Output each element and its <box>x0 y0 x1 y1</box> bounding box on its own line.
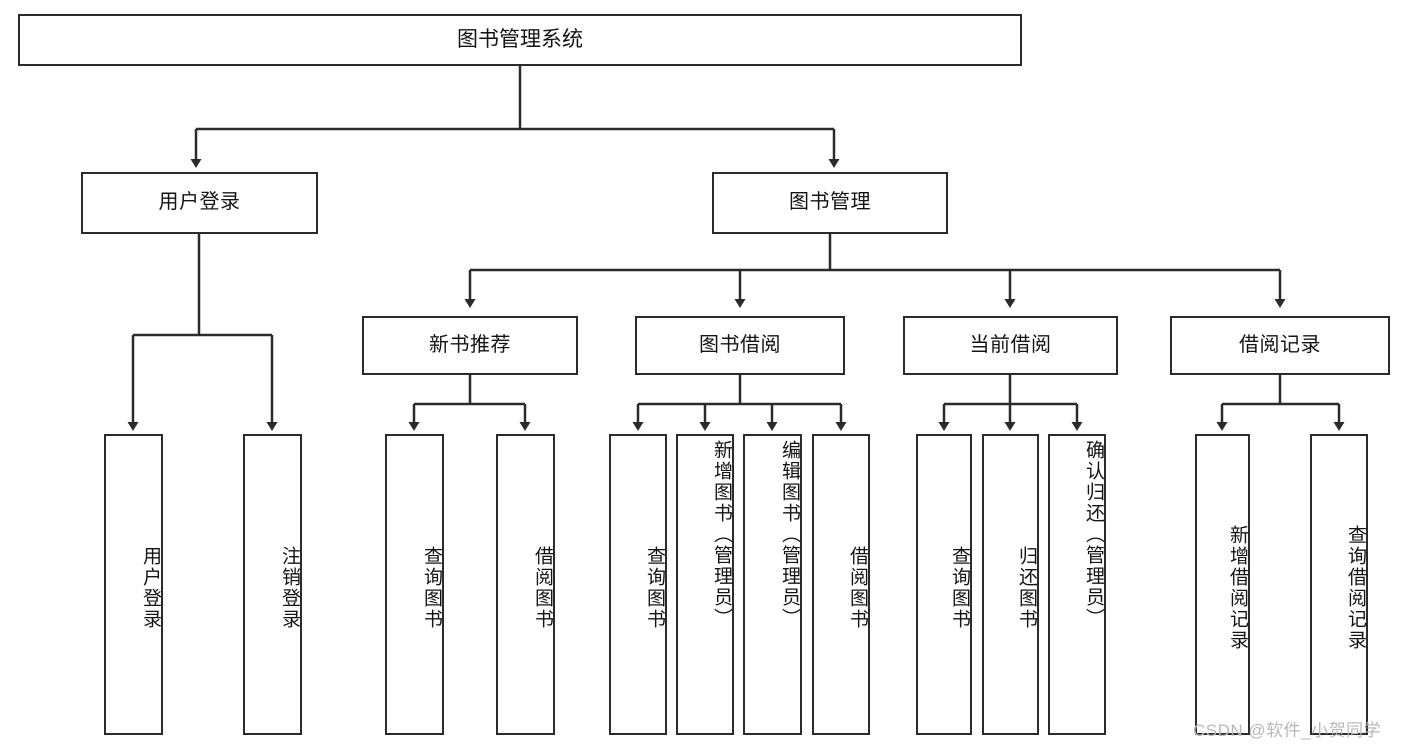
node-label: 归还图书 <box>1016 545 1037 630</box>
node-label: 注销登录 <box>279 545 300 630</box>
node-label: 图书管理 <box>789 191 871 214</box>
node-new-book-recommend[interactable]: 新书推荐 <box>362 316 578 375</box>
leaf-recommend-query-book[interactable]: 查询图书 <box>385 434 444 735</box>
node-label: 新增图书（管理员） <box>711 440 732 629</box>
node-label: 查询借阅记录 <box>1345 524 1366 651</box>
leaf-current-confirm-return-admin[interactable]: 确认归还（管理员） <box>1048 434 1106 735</box>
node-label: 当前借阅 <box>969 333 1052 356</box>
node-label: 编辑图书（管理员） <box>779 440 800 629</box>
node-current-borrow[interactable]: 当前借阅 <box>903 316 1118 375</box>
node-label: 确认归还（管理员） <box>1083 440 1104 629</box>
node-label: 用户登录 <box>158 191 241 214</box>
node-label: 查询图书 <box>421 545 442 630</box>
node-label: 查询图书 <box>644 545 665 630</box>
node-book-management[interactable]: 图书管理 <box>712 172 948 234</box>
node-user-login[interactable]: 用户登录 <box>81 172 318 234</box>
node-borrow-record[interactable]: 借阅记录 <box>1170 316 1390 375</box>
leaf-current-query-book[interactable]: 查询图书 <box>916 434 972 735</box>
leaf-record-add-record[interactable]: 新增借阅记录 <box>1195 434 1250 735</box>
leaf-user-login-logout[interactable]: 注销登录 <box>243 434 302 735</box>
node-label: 用户登录 <box>140 545 161 630</box>
leaf-borrow-query-book[interactable]: 查询图书 <box>609 434 667 735</box>
leaf-recommend-borrow-book[interactable]: 借阅图书 <box>496 434 555 735</box>
node-book-borrow[interactable]: 图书借阅 <box>635 316 845 375</box>
leaf-current-return-book[interactable]: 归还图书 <box>982 434 1039 735</box>
node-label: 借阅记录 <box>1239 333 1321 356</box>
node-label: 查询图书 <box>949 545 970 630</box>
node-label: 图书管理系统 <box>457 27 583 51</box>
leaf-record-query-record[interactable]: 查询借阅记录 <box>1310 434 1368 735</box>
leaf-borrow-borrow-book[interactable]: 借阅图书 <box>812 434 870 735</box>
leaf-borrow-add-book-admin[interactable]: 新增图书（管理员） <box>676 434 734 735</box>
node-label: 借阅图书 <box>532 545 553 630</box>
node-label: 借阅图书 <box>847 545 868 630</box>
node-label: 新书推荐 <box>429 333 511 356</box>
leaf-borrow-edit-book-admin[interactable]: 编辑图书（管理员） <box>743 434 802 735</box>
watermark-label: CSDN @软件_小贺同学 <box>1193 721 1382 740</box>
node-root-system[interactable]: 图书管理系统 <box>18 14 1022 66</box>
node-label: 图书借阅 <box>699 333 781 356</box>
node-label: 新增借阅记录 <box>1227 524 1248 651</box>
leaf-user-login-login[interactable]: 用户登录 <box>104 434 163 735</box>
